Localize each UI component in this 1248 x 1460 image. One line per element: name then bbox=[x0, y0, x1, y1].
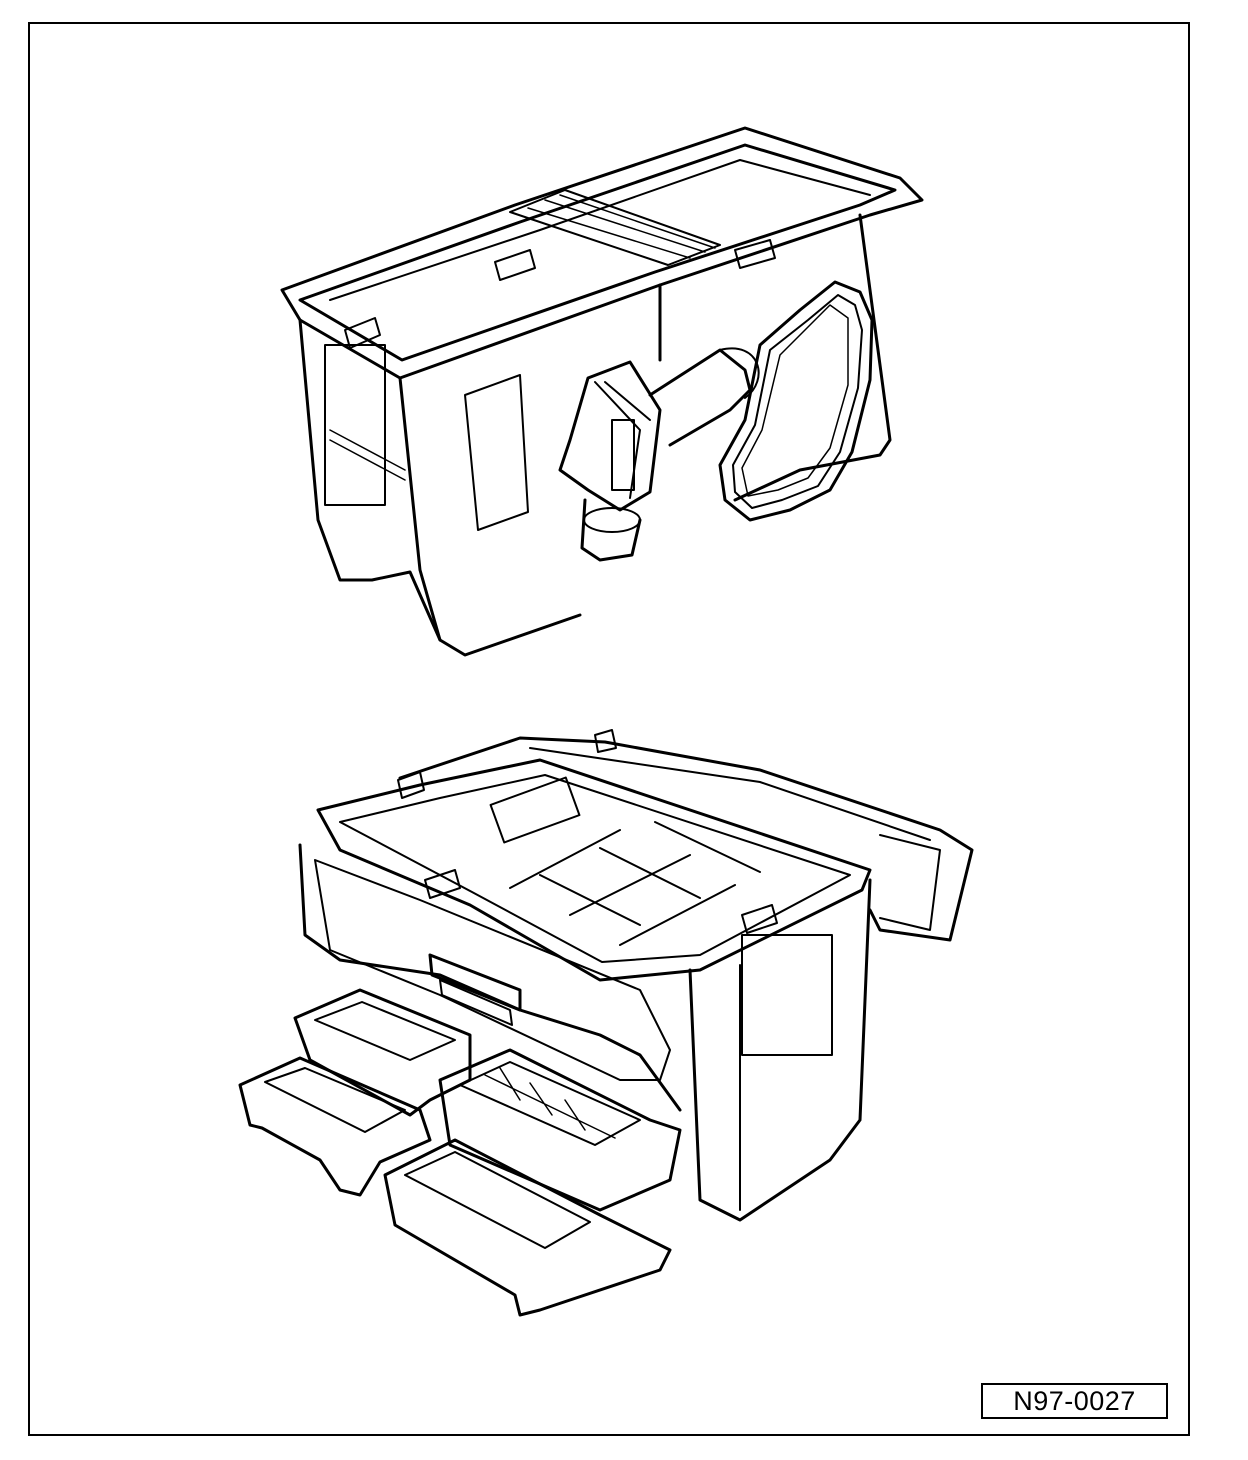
closed-case-drawing bbox=[280, 126, 924, 657]
figure-id-label: N97-0027 bbox=[981, 1383, 1168, 1419]
open-case-drawing bbox=[238, 729, 974, 1317]
figure-frame bbox=[28, 22, 1190, 1436]
